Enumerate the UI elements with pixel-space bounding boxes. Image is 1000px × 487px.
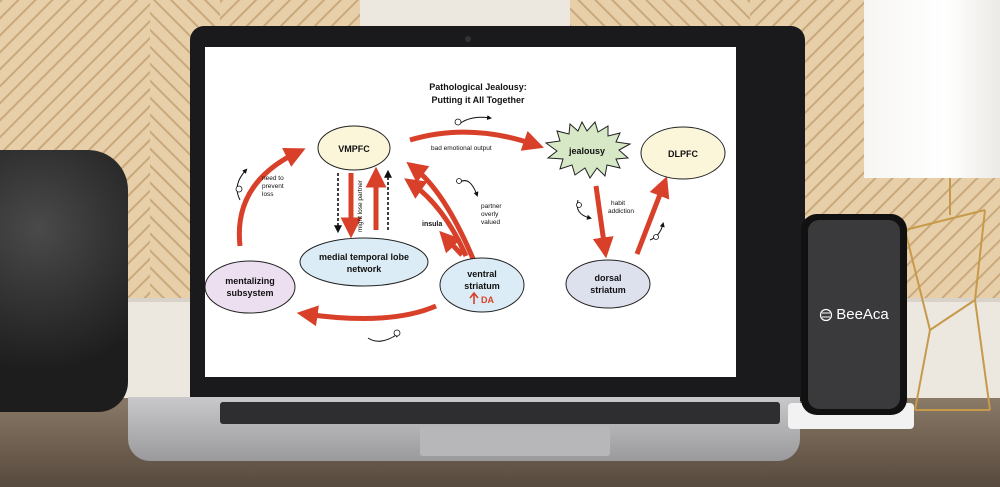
webcam-icon bbox=[465, 36, 471, 42]
diagram-title-line2: Putting it All Together bbox=[432, 95, 525, 105]
node-mtl-label-line1: medial temporal lobe bbox=[319, 252, 409, 262]
laptop-screen: Pathological Jealousy: Putting it All To… bbox=[205, 47, 736, 377]
arrow-ventral-to-vmpfc bbox=[406, 161, 479, 267]
node-ventral-label-line1: ventral bbox=[467, 269, 497, 279]
node-medial-temporal-lobe bbox=[299, 237, 429, 287]
arrow-ventral-to-mentalizing bbox=[296, 303, 437, 327]
node-vmpfc-label: VMPFC bbox=[338, 144, 370, 154]
arrow-jealousy-to-dorsal bbox=[592, 185, 614, 259]
red-arrows bbox=[236, 129, 670, 327]
keyboard bbox=[220, 402, 780, 424]
node-ventral-label-line2: striatum bbox=[464, 281, 500, 291]
edge-label-prevent-line3: loss bbox=[262, 191, 274, 198]
jealousy-diagram: Pathological Jealousy: Putting it All To… bbox=[205, 82, 726, 342]
edge-label-prevent-line2: prevent bbox=[262, 183, 284, 190]
edge-label-habit-line1: habit bbox=[611, 200, 625, 207]
swirl-icons bbox=[235, 118, 659, 337]
phone-brand: BeeAca bbox=[819, 306, 889, 323]
up-arrow-icon bbox=[469, 291, 479, 304]
edge-label-partner-line1: partner bbox=[481, 203, 502, 210]
dotted-arrows bbox=[334, 169, 392, 234]
edge-label-partner-line2: overly bbox=[481, 211, 499, 218]
node-jealousy-label: jealousy bbox=[568, 146, 605, 156]
node-jealousy-burst bbox=[544, 120, 632, 179]
arrow-mentalizing-to-vmpfc bbox=[236, 147, 306, 247]
node-mentalizing-label-line1: mentalizing bbox=[225, 276, 275, 286]
node-vmpfc bbox=[317, 125, 391, 171]
node-mtl-label-line2: network bbox=[347, 264, 383, 274]
node-mentalizing-label-line2: subsystem bbox=[226, 288, 273, 298]
smart-speaker bbox=[0, 150, 128, 412]
node-dlpfc-label: DLPFC bbox=[668, 149, 698, 159]
edge-label-might-lose: might lose partner bbox=[357, 179, 364, 232]
diagram-title-line1: Pathological Jealousy: bbox=[429, 82, 527, 92]
edge-label-insula: insula bbox=[422, 221, 442, 228]
brand-name: BeeAca bbox=[836, 306, 889, 323]
node-ventral-da-label: DA bbox=[481, 295, 494, 305]
node-ventral-striatum bbox=[439, 257, 525, 313]
lamp-shade bbox=[864, 0, 1000, 178]
arrow-vmpfc-to-jealousy bbox=[409, 129, 544, 151]
node-dlpfc bbox=[640, 126, 726, 180]
edge-label-bad-output: bad emotional output bbox=[431, 145, 492, 152]
arrow-insula-short bbox=[439, 230, 464, 257]
edge-label-habit-line2: addiction bbox=[608, 208, 634, 215]
arrow-insula-to-vmpfc bbox=[404, 178, 469, 258]
phone-screen: BeeAca bbox=[808, 220, 900, 409]
node-mentalizing-subsystem bbox=[205, 260, 296, 314]
beeaca-logo-icon bbox=[820, 308, 833, 321]
trackpad bbox=[420, 426, 610, 456]
edge-label-partner-line3: valued bbox=[481, 219, 501, 226]
node-dorsal-label-line1: dorsal bbox=[594, 273, 621, 283]
node-dorsal-striatum bbox=[565, 259, 651, 309]
node-dorsal-label-line2: striatum bbox=[590, 285, 626, 295]
edge-label-prevent-line1: need to bbox=[262, 175, 284, 182]
arrow-dorsal-to-dlpfc bbox=[634, 176, 670, 255]
